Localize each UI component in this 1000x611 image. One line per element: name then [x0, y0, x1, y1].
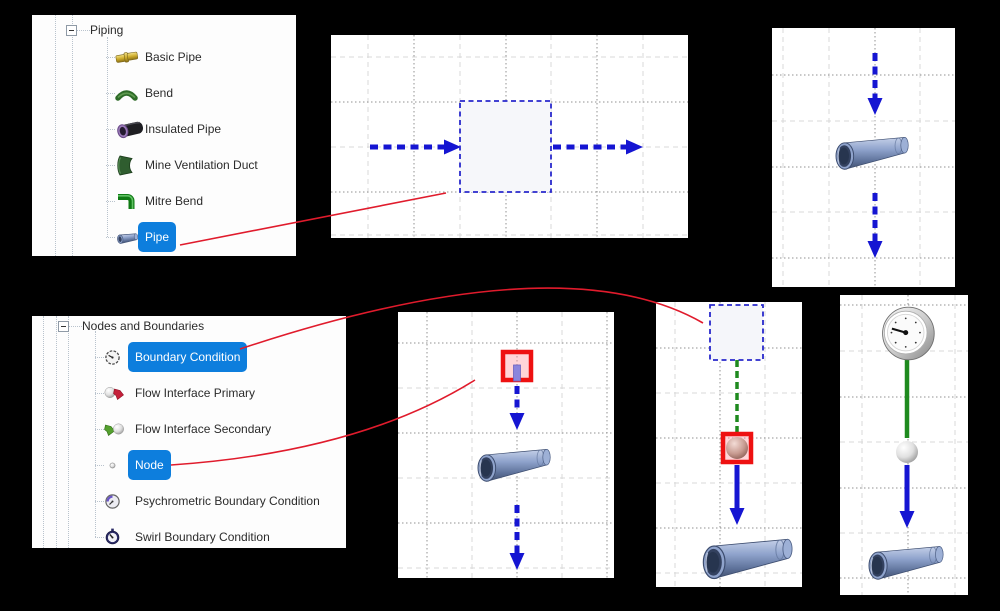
tree-root-label: Piping — [90, 23, 124, 37]
tree-connector — [69, 325, 82, 327]
gauge-3d[interactable] — [881, 306, 936, 361]
tree-item-bend[interactable]: Bend — [105, 79, 173, 107]
tree-guide-line — [68, 316, 69, 548]
tree-item-node[interactable]: Node — [95, 450, 171, 480]
node-icon — [109, 462, 116, 468]
canvas-boundary-drop-preview — [656, 302, 802, 587]
tree-item-psychrometric-boundary-condition[interactable]: Psychrometric Boundary Condition — [95, 487, 320, 515]
swirl-boundary-condition-icon — [105, 528, 120, 545]
tree-item-boundary-condition[interactable]: Boundary Condition — [94, 342, 248, 372]
mitre-bend-icon — [118, 193, 135, 209]
canvas-pipe-placed — [772, 28, 955, 287]
pipe-3d[interactable] — [477, 448, 551, 482]
tree-item-insulated-pipe[interactable]: Insulated Pipe — [105, 115, 221, 143]
dashed-selection-square[interactable] — [709, 304, 764, 361]
tree-guide-line — [95, 331, 96, 537]
node-sphere[interactable] — [896, 441, 918, 463]
flow-interface-primary-icon — [104, 386, 124, 400]
collapse-toggle-icon[interactable] — [66, 24, 77, 36]
tree-item-pipe[interactable]: Pipe — [105, 222, 177, 252]
tree-item-basic-pipe[interactable]: Basic Pipe — [106, 43, 202, 71]
canvas-node-drop-target — [398, 312, 614, 578]
bend-icon — [115, 89, 138, 101]
pipe-icon — [117, 232, 139, 244]
flow-interface-secondary-icon — [104, 423, 124, 436]
tree-item-swirl-boundary-condition[interactable]: Swirl Boundary Condition — [95, 523, 270, 551]
tree-node-piping[interactable]: Piping — [66, 19, 123, 41]
tree-item-flow-interface-secondary[interactable]: Flow Interface Secondary — [94, 415, 271, 443]
insulated-pipe-icon — [117, 121, 144, 138]
tree-item-mine-ventilation-duct[interactable]: Mine Ventilation Duct — [106, 151, 258, 179]
tree-node-nodes-and-boundaries[interactable]: Nodes and Boundaries — [58, 315, 204, 337]
boundary-condition-icon — [105, 349, 120, 365]
tree-guide-line — [43, 316, 44, 548]
psychrometric-boundary-condition-icon — [105, 493, 120, 509]
node-sphere[interactable] — [726, 437, 748, 459]
nodes-boundaries-tree-panel: Nodes and Boundaries Boundary Condition … — [32, 316, 346, 548]
dashed-selection-square[interactable] — [459, 100, 552, 193]
selected-tree-label: Pipe — [138, 222, 177, 252]
selected-tree-label: Node — [128, 450, 171, 480]
canvas-boundary-placed — [840, 295, 968, 595]
piping-tree-panel: Piping Basic Pipe Bend Insulated Pipe Mi… — [32, 15, 296, 256]
tree-guide-line — [72, 15, 73, 256]
canvas-pipe-drop-preview — [331, 35, 688, 238]
tree-item-mitre-bend[interactable]: Mitre Bend — [105, 187, 203, 215]
port-stub — [513, 364, 521, 382]
collapse-toggle-icon[interactable] — [58, 320, 69, 332]
pipe-3d[interactable] — [868, 545, 944, 580]
selected-tree-label: Boundary Condition — [128, 342, 248, 372]
pipe-3d[interactable] — [835, 136, 909, 170]
tree-guide-line — [107, 37, 108, 237]
tree-item-flow-interface-primary[interactable]: Flow Interface Primary — [94, 379, 255, 407]
tree-root-label: Nodes and Boundaries — [82, 319, 205, 333]
mine-ventilation-duct-icon — [117, 155, 133, 175]
tree-guide-line — [56, 316, 57, 548]
tree-guide-line — [55, 15, 56, 256]
basic-pipe-icon — [115, 51, 139, 63]
tree-connector — [77, 29, 90, 31]
